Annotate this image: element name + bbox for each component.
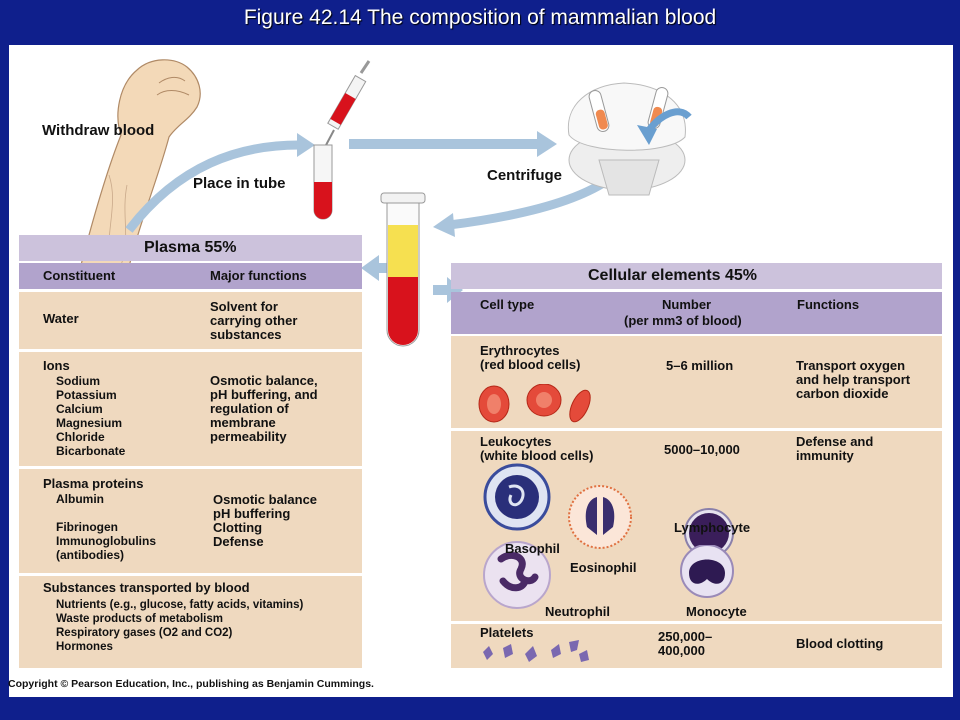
step-centrifuge-label: Centrifuge: [487, 167, 562, 184]
cellular-col-number: Number: [662, 297, 712, 312]
plasma-column-header: Constituent Major functions: [19, 263, 362, 289]
copyright-text: Copyright © Pearson Education, Inc., pub…: [8, 678, 374, 690]
basophil-label: Basophil: [505, 541, 560, 556]
cell-type: Platelets: [480, 625, 534, 640]
lymphocyte-icon: [684, 508, 734, 558]
cell-number: 5000–10,000: [664, 442, 740, 457]
plasma-row-transported: Substances transported by blood Nutrient…: [19, 576, 362, 668]
plasma-col-functions: Major functions: [210, 268, 307, 283]
plasma-col-constituent: Constituent: [43, 268, 116, 283]
plasma-constituent: Water: [43, 311, 79, 326]
transported-list: Nutrients (e.g., glucose, fatty acids, v…: [56, 599, 304, 653]
plasma-constituent: Plasma proteins: [43, 476, 144, 491]
cell-number: 5–6 million: [666, 358, 734, 373]
cellular-header: Cellular elements 45%: [451, 263, 942, 289]
platelets-illustration: [483, 640, 589, 662]
cellular-row-platelets: Platelets 250,000–400,000 Blood clotting: [451, 624, 942, 668]
neutrophil-icon: [483, 541, 551, 609]
cell-type: Erythrocytes(red blood cells): [480, 343, 581, 372]
eosinophil-label: Eosinophil: [570, 560, 637, 575]
step-withdraw-label: Withdraw blood: [42, 122, 155, 139]
lymphocyte-label: Lymphocyte: [674, 520, 751, 535]
process-illustration: [80, 59, 692, 347]
syringe-icon: [322, 60, 371, 158]
separated-blood-tube: [380, 192, 426, 347]
cellular-title: Cellular elements 45%: [588, 267, 757, 284]
monocyte-label: Monocyte: [686, 604, 747, 619]
cellular-col-number-unit: (per mm3 of blood): [624, 313, 742, 328]
plasma-header: Plasma 55%: [19, 235, 362, 261]
plasma-constituent: Substances transported by blood: [43, 580, 250, 595]
white-blood-cells-illustration: [483, 463, 734, 609]
plasma-title: Plasma 55%: [144, 239, 237, 256]
cellular-col-type: Cell type: [480, 297, 535, 312]
figure-panel: Withdraw blood Place in tube Centrifuge …: [9, 45, 953, 697]
plasma-constituent: Ions: [43, 358, 70, 373]
cell-number: 250,000–400,000: [658, 629, 713, 658]
red-blood-cells-illustration: [478, 384, 591, 423]
step-place-label: Place in tube: [193, 175, 286, 192]
monocyte-illustration: [680, 545, 734, 598]
centrifuge-icon: [567, 82, 692, 196]
figure-title: Figure 42.14 The composition of mammalia…: [243, 6, 717, 29]
small-tube-icon: [313, 144, 333, 220]
neutrophil-label: Neutrophil: [545, 604, 610, 619]
cellular-col-functions: Functions: [797, 297, 860, 312]
cell-type: Leukocytes(white blood cells): [480, 434, 594, 463]
basophil-icon: [483, 463, 551, 531]
cell-functions: Blood clotting: [796, 636, 884, 651]
cellular-column-header: Cell type Number (per mm3 of blood) Func…: [451, 292, 942, 334]
cellular-row-leukocytes: Leukocytes(white blood cells) 5000–10,00…: [451, 431, 942, 621]
cellular-row-erythrocytes: Erythrocytes(red blood cells) 5–6 millio…: [451, 336, 942, 428]
eosinophil-icon: [568, 485, 632, 549]
